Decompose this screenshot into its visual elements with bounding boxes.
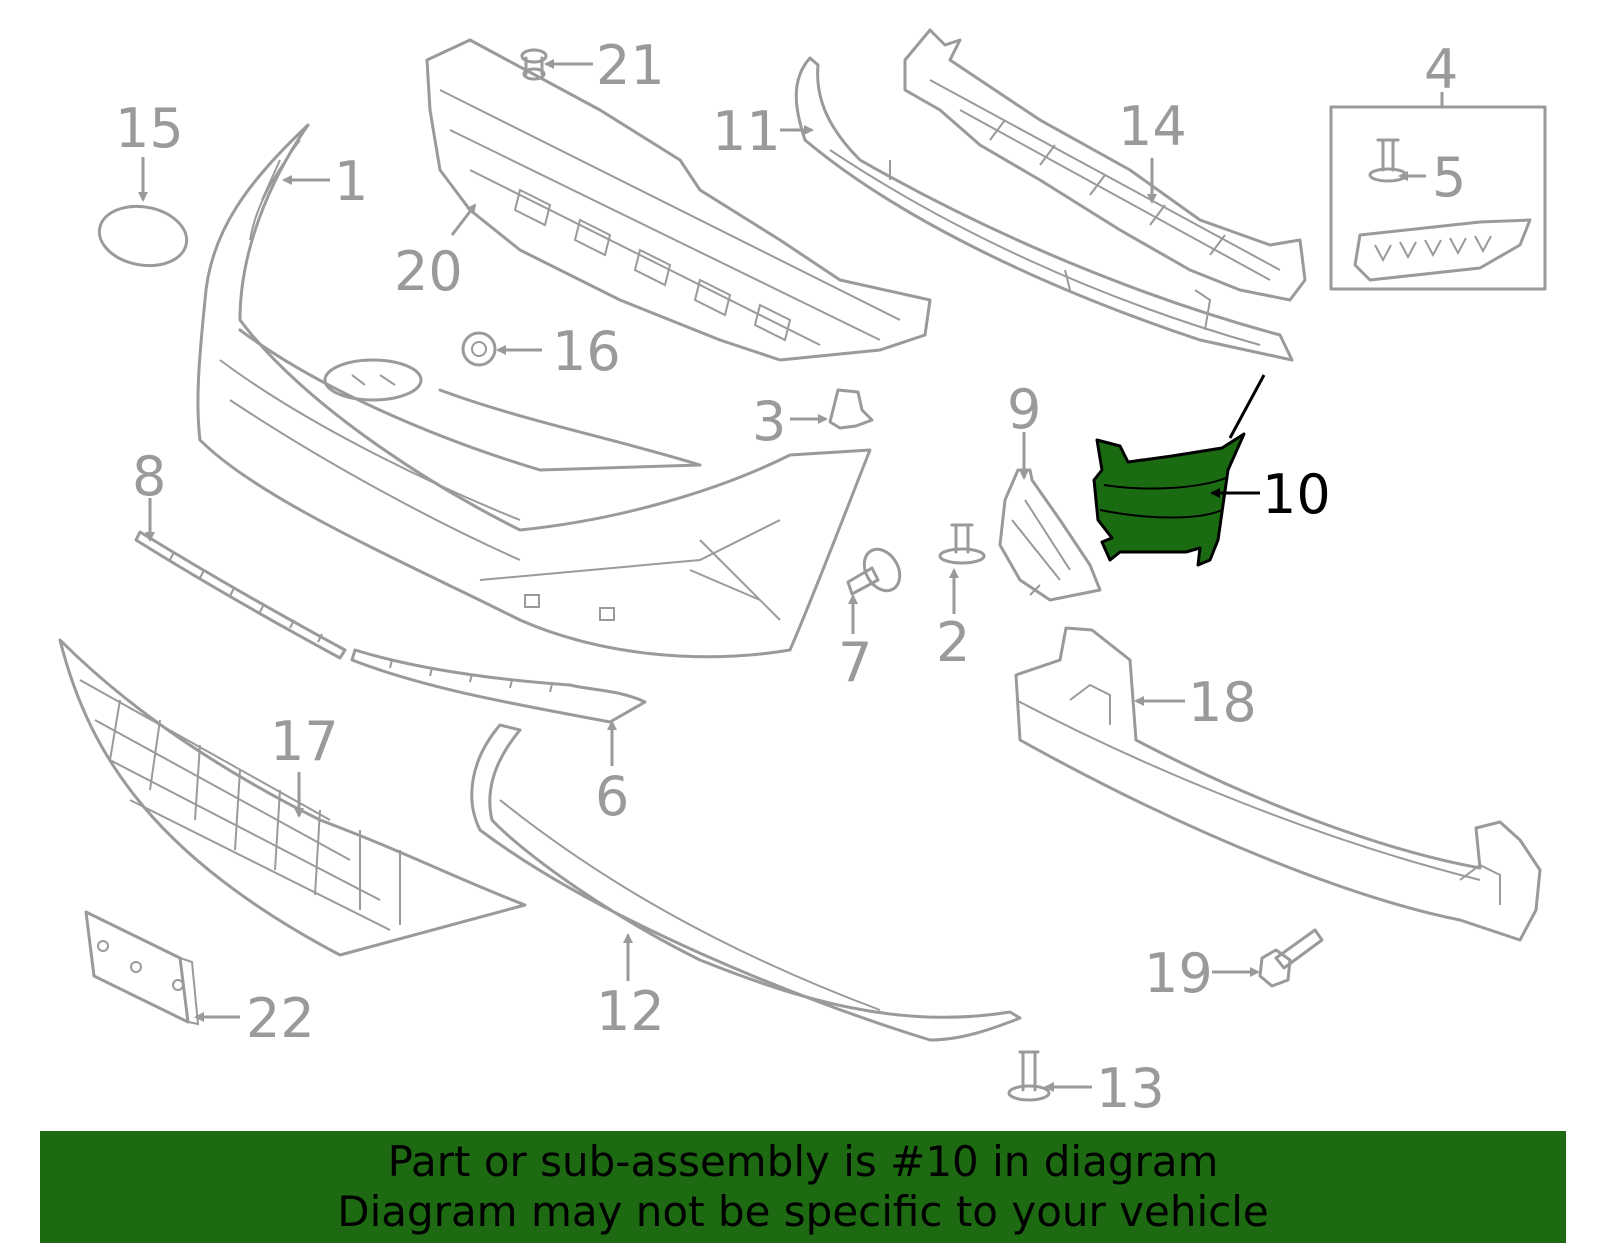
part-12-lower-lip: [470, 723, 1022, 1042]
part-19-bolt: [1258, 928, 1324, 988]
callout-20: 20: [394, 240, 463, 303]
callout-3: 3: [752, 390, 786, 453]
part-11-upper-absorber: [794, 56, 1294, 362]
part-18-reinforcement-beam: [1014, 626, 1542, 942]
callout-5: 5: [1432, 146, 1466, 209]
part-13-push-pin: [1007, 1050, 1051, 1102]
part-10-highlighted-bracket: [1092, 374, 1266, 567]
callout-6: 6: [595, 765, 629, 828]
part-7-push-pin: [846, 547, 902, 596]
part-20-upper-support: [425, 38, 932, 362]
callout-14: 14: [1118, 95, 1187, 158]
callout-4: 4: [1424, 38, 1458, 101]
callout-22: 22: [246, 987, 315, 1050]
callout-16: 16: [552, 320, 621, 383]
callout-8: 8: [132, 445, 166, 508]
callout-12: 12: [596, 980, 665, 1043]
callout-19: 19: [1144, 942, 1213, 1005]
part-3-clip: [828, 388, 874, 430]
part-16-nut: [461, 331, 497, 367]
part-1-bumper-cover: [196, 123, 872, 659]
callout-1: 1: [334, 150, 368, 213]
part-8-molding: [134, 530, 347, 660]
callout-13: 13: [1096, 1057, 1165, 1120]
callout-7: 7: [838, 631, 872, 694]
callout-2: 2: [936, 611, 970, 674]
banner-line-1: Part or sub-assembly is #10 in diagram: [387, 1137, 1219, 1186]
callout-21: 21: [596, 34, 665, 97]
callout-18: 18: [1188, 671, 1257, 734]
part-2-screw: [938, 523, 986, 565]
part-21-clip: [520, 48, 548, 81]
callout-17: 17: [270, 710, 339, 773]
part-22-license-bracket: [84, 910, 200, 1026]
part-6-side-molding: [350, 648, 647, 724]
part-9-bracket: [998, 468, 1102, 602]
banner-line-2: Diagram may not be specific to your vehi…: [337, 1187, 1269, 1236]
leader-lines: [138, 59, 1444, 1092]
part-17-grille: [58, 638, 527, 957]
callout-labels: 1 2 3 4 5 6 7 8 9 10 11 12 13 14 15 16 1…: [115, 34, 1466, 1120]
part-14-energy-absorber: [903, 28, 1307, 302]
info-banner: Part or sub-assembly is #10 in diagram D…: [40, 1131, 1566, 1243]
part-15-emblem: [97, 204, 189, 268]
callout-15: 15: [115, 97, 184, 160]
part-4-bracket-kit: [1329, 105, 1547, 291]
callout-11: 11: [712, 100, 781, 163]
callout-10: 10: [1262, 463, 1331, 526]
callout-9: 9: [1007, 378, 1041, 441]
